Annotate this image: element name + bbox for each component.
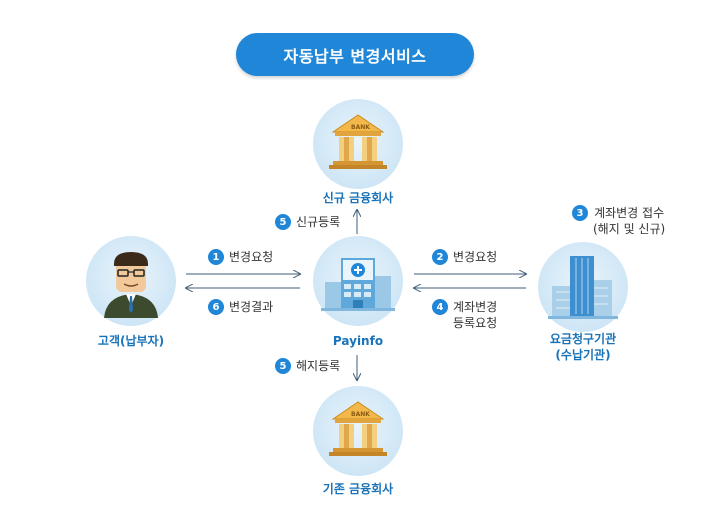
biller-circle [538,242,628,332]
payinfo-circle [313,236,403,326]
step-text: 계좌변경 등록요청 [453,299,497,331]
new-bank-label: 신규 금융회사 [322,191,394,205]
bank-building-icon: BANK [329,401,387,456]
step-number-badge: 5 [275,358,291,374]
page-title: 자동납부 변경서비스 [283,46,427,66]
old-bank-label: 기존 금융회사 [322,482,394,496]
step-text: 신규등록 [296,215,341,229]
payinfo-label: Payinfo [332,334,384,348]
step-text-line2: (해지 및 신규) [593,222,666,236]
biller-label-line1: 요금청구기관 [549,332,617,346]
step-text: 계좌변경 접수 (해지 및 신규) [593,205,665,237]
step-text-line1: 계좌변경 접수 [594,206,665,220]
step-text: 변경요청 [229,250,274,264]
biller-label: 요금청구기관 (수납기관) [528,331,638,363]
old-bank-circle: BANK [313,386,403,476]
step-number-badge: 1 [208,249,224,265]
step-3: 3 계좌변경 접수 (해지 및 신규) [572,205,665,237]
step-number-badge: 6 [208,299,224,315]
step-5-old: 5 해지등록 [275,358,340,374]
title-banner: 자동납부 변경서비스 [236,33,474,76]
person-icon [104,252,158,318]
step-2: 2 변경요청 [432,249,497,265]
bank-sign: BANK [351,124,370,131]
customer-label: 고객(납부자) [97,334,165,348]
step-text: 변경요청 [453,250,498,264]
office-tower-icon [548,256,618,319]
biller-label-line2: (수납기관) [555,348,611,362]
step-number-badge: 5 [275,214,291,230]
office-building-icon [321,258,395,311]
step-number-badge: 2 [432,249,448,265]
step-1: 1 변경요청 [208,249,273,265]
step-number-badge: 3 [572,205,588,221]
step-text-line1: 계좌변경 [453,300,498,314]
step-text: 해지등록 [296,359,341,373]
step-6: 6 변경결과 [208,299,273,315]
step-5-new: 5 신규등록 [275,214,340,230]
customer-circle [86,236,176,326]
bank-sign: BANK [351,411,370,418]
step-text-line2: 등록요청 [453,316,498,330]
new-bank-circle: BANK [313,99,403,189]
step-number-badge: 4 [432,299,448,315]
step-text: 변경결과 [229,300,274,314]
bank-building-icon: BANK [329,114,387,169]
step-4: 4 계좌변경 등록요청 [432,299,497,331]
